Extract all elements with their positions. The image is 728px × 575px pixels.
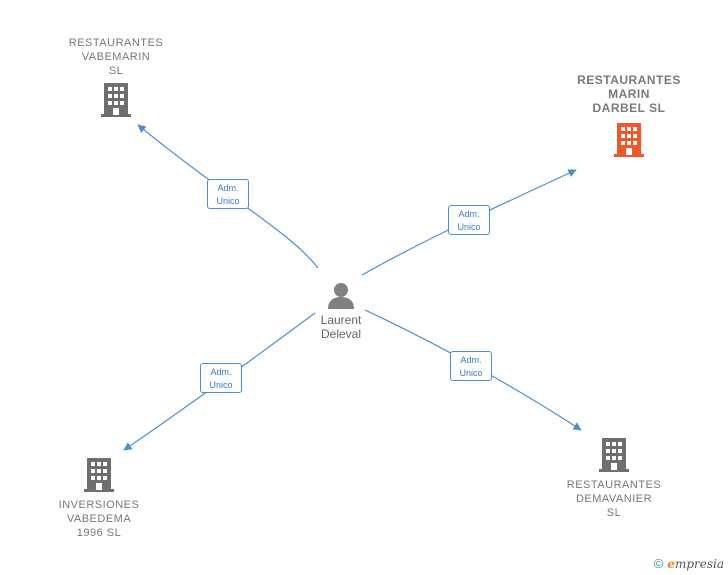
relation-role: Adm.	[460, 355, 482, 365]
person-node[interactable]: Laurent Deleval	[296, 281, 386, 341]
brand-logo: empresia	[667, 557, 724, 571]
footer-brand[interactable]: ©empresia	[654, 556, 724, 571]
relation-role: Adm.	[210, 367, 232, 377]
relation-label-marin-darbel[interactable]: Adm. Unico	[448, 205, 490, 235]
person-icon	[328, 283, 354, 309]
building-icon	[599, 438, 629, 472]
relation-role: Adm.	[217, 183, 239, 193]
relation-label-demavanier[interactable]: Adm. Unico	[450, 351, 492, 381]
company-name: RESTAURANTES VABEMARIN SL	[68, 37, 164, 77]
company-name: INVERSIONES VABEDEMA 1996 SL	[58, 499, 140, 539]
brand-initial: e	[667, 557, 675, 571]
relation-label-vabedema[interactable]: Adm. Unico	[200, 363, 242, 393]
company-node-marin-darbel[interactable]: RESTAURANTES MARIN DARBEL SL	[559, 73, 699, 157]
company-node-vabedema[interactable]: INVERSIONES VABEDEMA 1996 SL	[29, 458, 169, 540]
relation-role-detail: Unico	[457, 222, 481, 232]
brand-rest: mpresia	[674, 557, 724, 571]
company-node-vabemarin[interactable]: RESTAURANTES VABEMARIN SL	[46, 36, 186, 117]
copyright-symbol: ©	[653, 556, 664, 571]
relation-role: Adm.	[458, 209, 480, 219]
person-first-name: Laurent	[320, 313, 362, 327]
relation-label-vabemarin[interactable]: Adm. Unico	[207, 179, 249, 209]
company-name: RESTAURANTES MARIN DARBEL SL	[577, 73, 681, 115]
building-icon	[101, 83, 131, 117]
person-last-name: Deleval	[320, 327, 362, 341]
building-icon	[84, 458, 114, 492]
relation-role-detail: Unico	[216, 196, 240, 206]
relation-role-detail: Unico	[209, 380, 233, 390]
building-icon	[614, 123, 644, 157]
company-name: RESTAURANTES DEMAVANIER SL	[566, 479, 662, 519]
relation-role-detail: Unico	[459, 368, 483, 378]
company-node-demavanier[interactable]: RESTAURANTES DEMAVANIER SL	[544, 438, 684, 520]
edge-to-vabemarin	[137, 124, 319, 269]
